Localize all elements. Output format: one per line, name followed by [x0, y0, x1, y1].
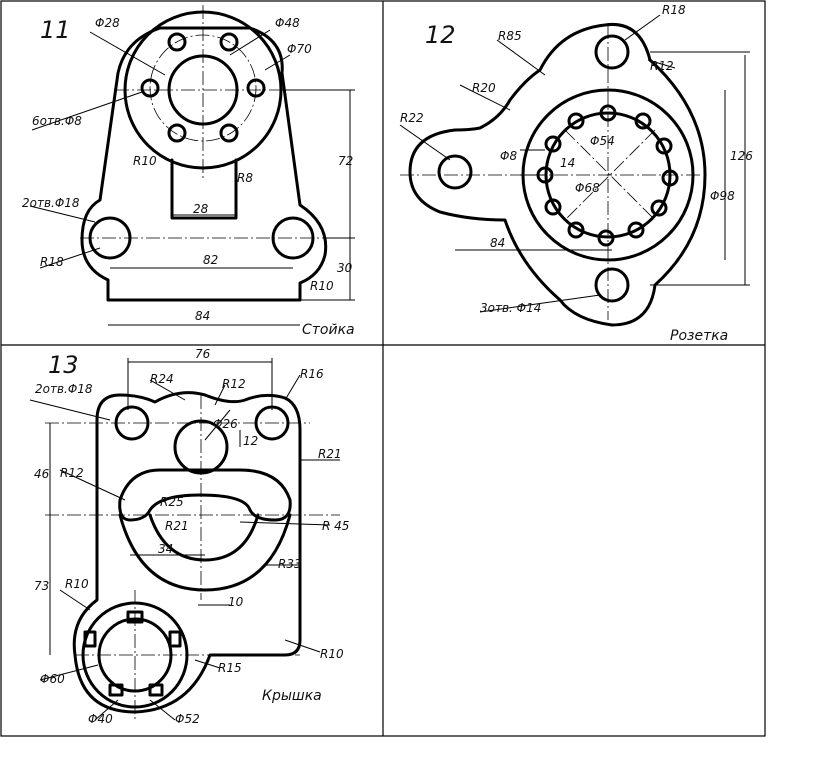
label-14: 14	[560, 156, 575, 170]
label-84: 84	[195, 309, 210, 323]
centerlines	[80, 5, 325, 239]
bolt-holes-6	[140, 32, 266, 143]
label-3-holes: 3отв. Φ14	[480, 301, 541, 315]
label-r10-lower: R10	[310, 279, 334, 293]
label-d48: Φ48	[275, 16, 300, 30]
label-d52: Φ52	[175, 712, 200, 726]
label-d28: Φ28	[95, 16, 120, 30]
label-126: 126	[730, 149, 753, 163]
label-r12-left: R12	[60, 466, 84, 480]
label-r10-right: R10	[320, 647, 344, 661]
label-r22: R22	[400, 111, 424, 125]
label-30: 30	[337, 261, 353, 275]
label-d70: Φ70	[287, 42, 312, 56]
label-r8: R8	[237, 171, 253, 185]
label-12: 12	[243, 434, 258, 448]
label-r21-right: R21	[318, 447, 342, 461]
panel-number: 12	[425, 21, 456, 49]
label-r10-upper: R10	[133, 154, 157, 168]
label-d26: Φ26	[213, 417, 238, 431]
panel-title: Розетка	[670, 328, 728, 344]
label-82: 82	[203, 253, 218, 267]
ear-holes-3	[437, 34, 630, 303]
label-r20: R20	[472, 81, 496, 95]
label-34: 34	[158, 542, 173, 556]
label-r12-top: R12	[222, 377, 246, 391]
label-2-holes: 2отв.Φ18	[35, 382, 93, 396]
sheet-grid	[0, 0, 766, 737]
label-r85: R85	[498, 29, 522, 43]
label-r15: R15	[218, 661, 242, 675]
panel-number: 11	[40, 16, 71, 44]
label-r18: R18	[662, 3, 686, 17]
panel-12: 12	[399, 3, 753, 344]
label-d54: Φ54	[590, 134, 615, 148]
centerlines	[400, 25, 700, 320]
panel-number: 13	[48, 351, 79, 379]
label-d40: Φ40	[88, 712, 113, 726]
label-r45: R 45	[322, 519, 349, 533]
panel-11: 11	[22, 5, 355, 338]
label-2-holes: 2отв.Φ18	[22, 196, 80, 210]
label-r18: R18	[40, 255, 64, 269]
label-28: 28	[193, 202, 209, 216]
label-10: 10	[228, 595, 244, 609]
label-r33: R33	[278, 557, 302, 571]
label-72: 72	[338, 154, 353, 168]
dimension-lines	[399, 14, 750, 313]
slot-notches	[536, 104, 679, 247]
panel-title: Крышка	[262, 688, 322, 704]
label-r21-inner: R21	[165, 519, 189, 533]
label-d60: Φ60	[40, 672, 65, 686]
label-76: 76	[195, 347, 211, 361]
label-46: 46	[34, 467, 50, 481]
label-r16: R16	[300, 367, 324, 381]
label-r24: R24	[150, 372, 174, 386]
label-6-holes: 6отв.Φ8	[32, 114, 82, 128]
part-outline	[72, 391, 302, 714]
dimension-lines	[29, 358, 340, 721]
dimension-lines	[29, 29, 355, 326]
label-r10-left: R10	[65, 577, 89, 591]
label-84: 84	[490, 236, 505, 250]
label-r12: R12	[650, 59, 674, 73]
label-r25: R25	[160, 495, 184, 509]
label-d98: Φ98	[710, 189, 735, 203]
label-d68: Φ68	[575, 181, 600, 195]
centerlines	[45, 395, 340, 720]
panel-13: 13	[29, 347, 349, 726]
label-d8: Φ8	[500, 149, 517, 163]
panel-title: Стойка	[302, 322, 355, 338]
label-73: 73	[34, 579, 49, 593]
